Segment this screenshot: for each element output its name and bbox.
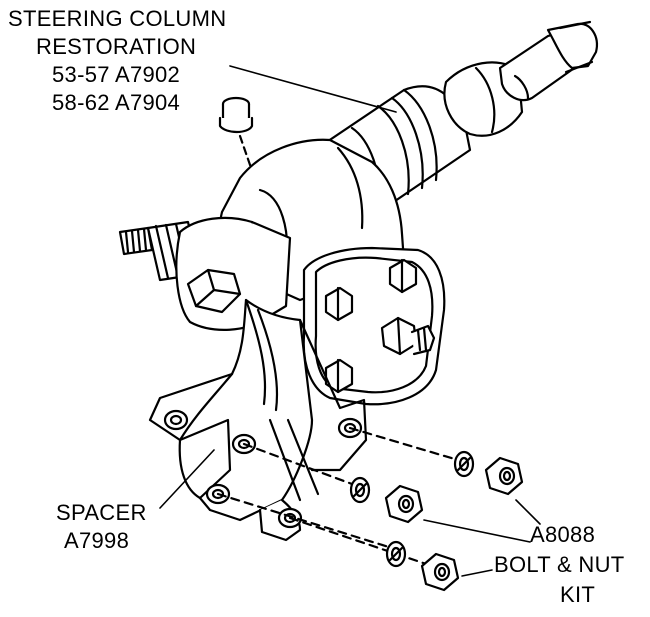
lock-washers xyxy=(349,450,475,568)
steering-column-part-53-57: 53-57 A7902 xyxy=(52,62,181,87)
bolt-nut-kit-label-line2: KIT xyxy=(560,582,596,607)
filler-plug xyxy=(218,96,260,190)
leader-lines xyxy=(159,65,541,577)
hex-bolt-large xyxy=(186,268,242,314)
lock-washer-2 xyxy=(349,476,371,504)
leader-spacer xyxy=(159,449,215,509)
steering-column-title-line2: RESTORATION xyxy=(36,34,197,59)
leader-nut xyxy=(515,499,541,525)
adjuster-nut xyxy=(380,316,436,356)
sector-cover-plate xyxy=(302,246,446,406)
cover-bolt-left xyxy=(324,286,354,322)
bracket-holes xyxy=(163,409,363,529)
steering-column-title-line1: STEERING COLUMN xyxy=(8,6,227,31)
steering-shaft-end xyxy=(498,20,598,102)
bolt-nut-kit-label-line1: BOLT & NUT xyxy=(494,552,625,577)
hex-nut-2 xyxy=(384,484,424,524)
bracket-hole-1 xyxy=(163,409,189,431)
leader-bolt-kit-2 xyxy=(461,569,493,577)
cover-bolts xyxy=(324,258,418,394)
nut-part-number: A8088 xyxy=(530,522,596,547)
bolt-axis-lines xyxy=(216,426,460,570)
leader-bolt-kit-1 xyxy=(423,519,531,543)
cover-bolt-bottom xyxy=(324,358,354,394)
hex-nuts xyxy=(384,456,524,592)
steering-column-part-58-62: 58-62 A7904 xyxy=(52,90,181,115)
bracket-hole-5 xyxy=(277,507,303,529)
hex-nut-1 xyxy=(484,456,524,496)
leader-steering-column xyxy=(229,65,397,113)
hex-nut-3 xyxy=(420,552,460,592)
lock-washer-1 xyxy=(453,450,475,478)
spacer-label: SPACER xyxy=(56,500,147,525)
cover-bolt-top xyxy=(388,258,418,294)
lock-washer-3 xyxy=(385,540,407,568)
spacer-part-number: A7998 xyxy=(64,528,130,553)
